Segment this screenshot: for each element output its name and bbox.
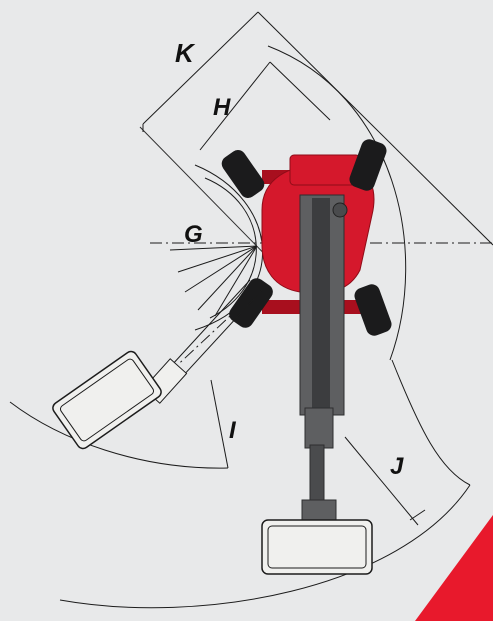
platform-swung [52,350,162,450]
right-swing-arc-lower [391,359,471,486]
k-dimension-line [142,11,259,125]
platform-rotator [301,499,337,521]
g-fan-line-3 [184,245,258,293]
platform-basket [261,519,373,575]
outer-swing-arc [267,45,407,361]
label-g: G [184,221,203,248]
tire-front-left [221,150,265,198]
tire-front-right [349,139,387,191]
swung-platform-basket [52,350,162,450]
i-swing-arc [9,401,229,469]
jib-arm [309,444,325,501]
dimension-lines [9,11,493,609]
h-dimension-line [199,61,271,151]
boom-pivot [332,202,348,218]
j-tick [409,509,426,521]
swung-boom-outline-b [159,279,251,379]
label-i: I [229,417,237,444]
counterweight [289,154,361,186]
g-fan-line-2 [177,245,258,273]
lower-swing-arc [59,484,471,609]
label-k: K [175,38,196,68]
corner-accent [415,515,493,621]
platform-straight [261,519,373,575]
g-fan-line-1 [169,245,258,251]
g-fan-line-5 [214,245,258,317]
jib-section [304,407,334,449]
k-extension-line-right [257,11,493,246]
j-dimension-line [344,436,419,526]
swung-platform-inner-rail [59,358,155,442]
label-j: J [390,453,404,480]
boom-assembly [299,194,348,521]
boom-inner-section [312,198,330,408]
label-h: H [213,94,231,121]
h-extension [269,61,331,121]
platform-inner-rail [267,525,367,569]
i-dimension-line [210,379,229,469]
g-fan-line-4 [197,245,258,311]
tire-rear-right [354,284,392,336]
